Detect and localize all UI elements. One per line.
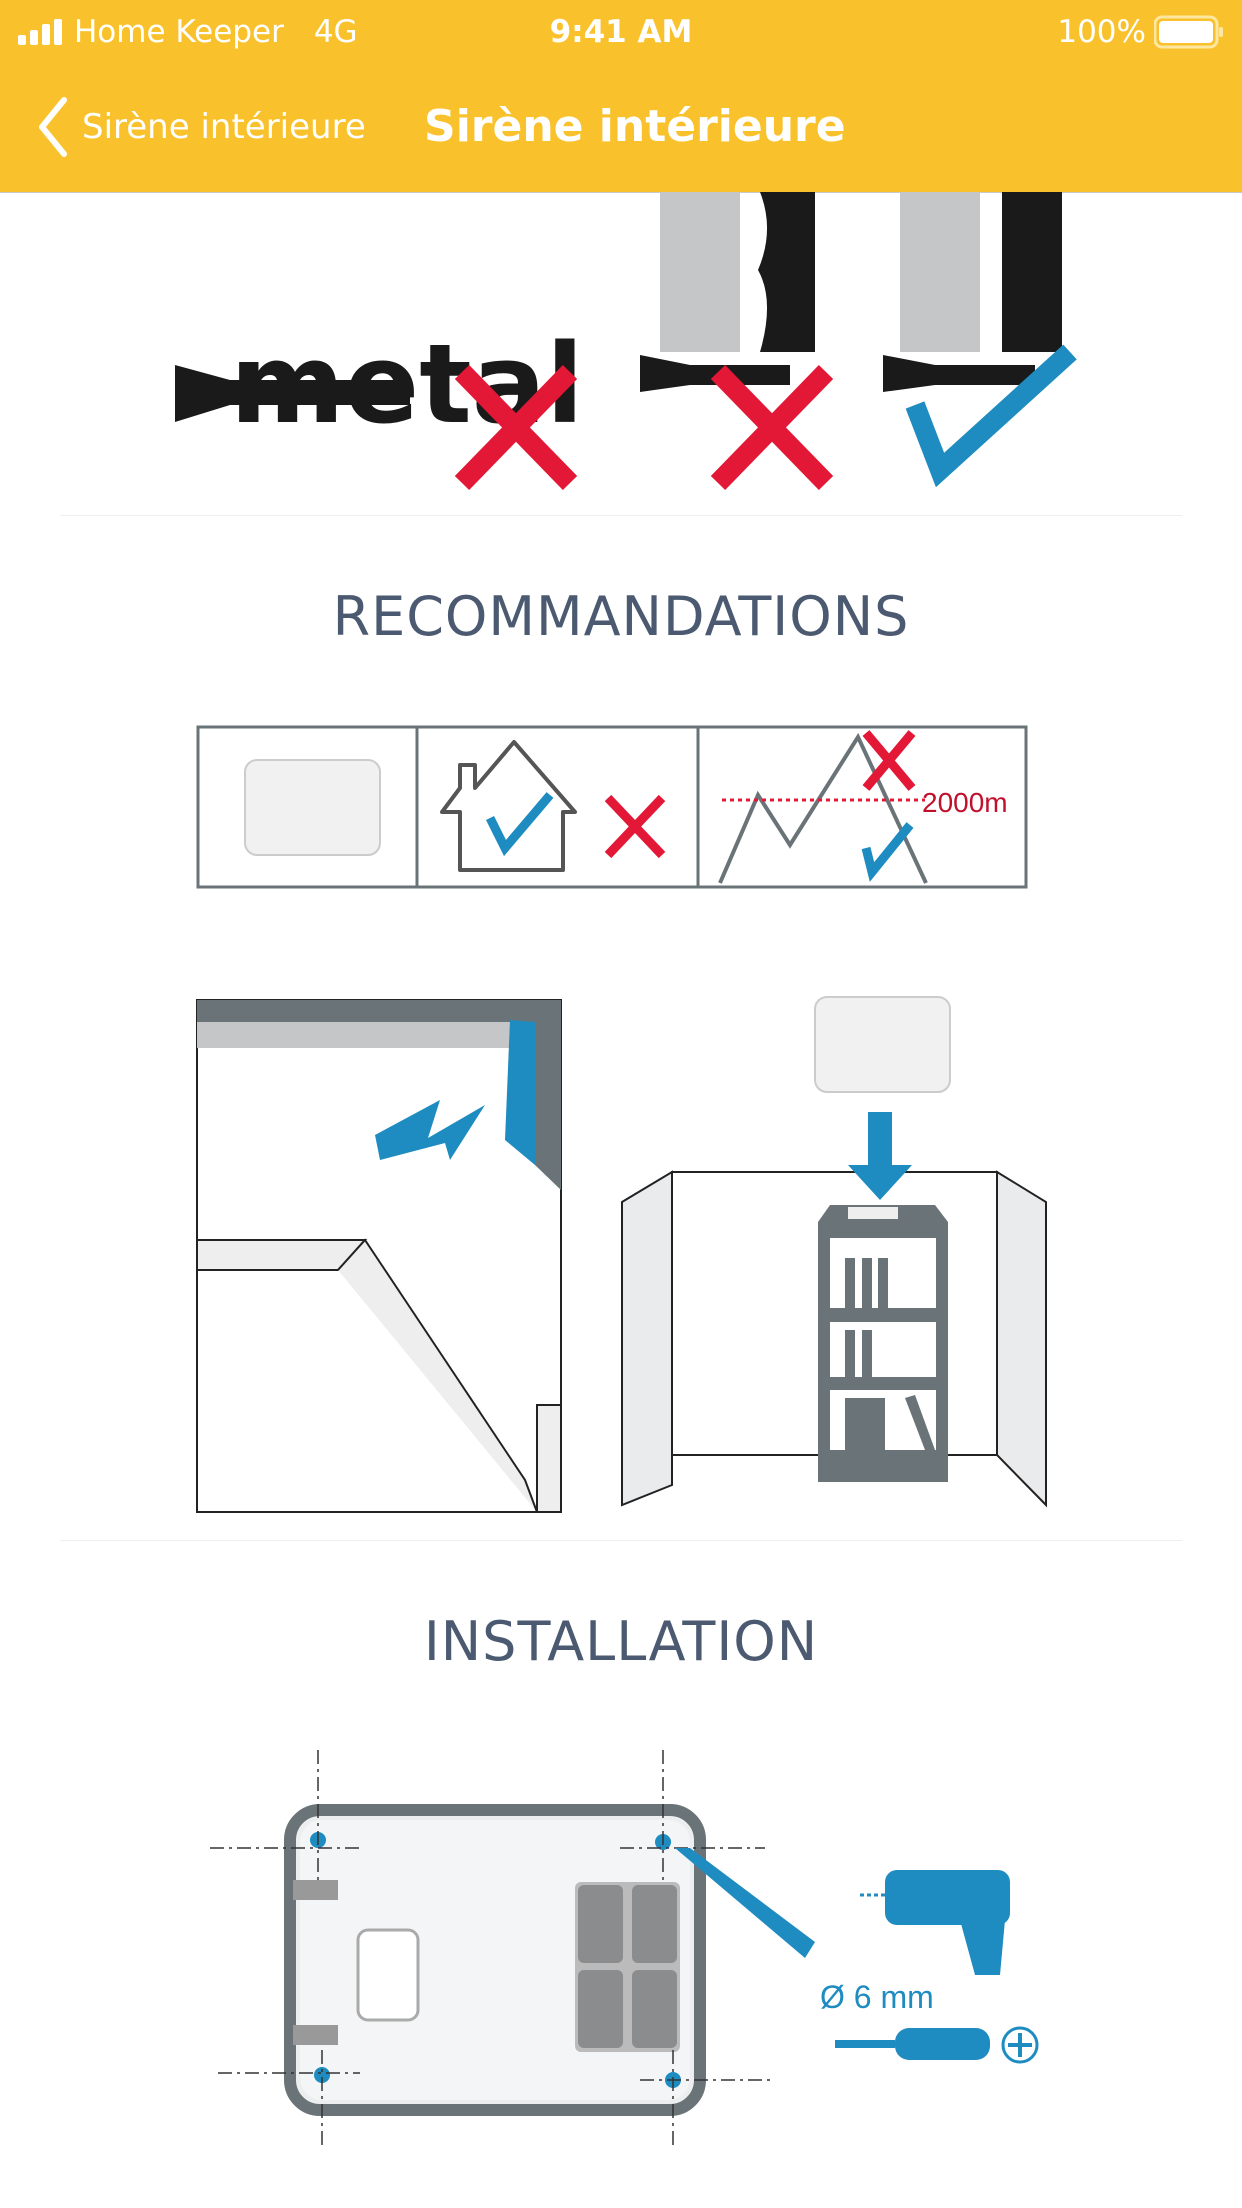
metal-wall-illustration: metal [175,192,1077,490]
house-icon [440,740,577,872]
wall-black [758,192,815,352]
stairs-wall-illustration [196,999,562,1513]
screwdriver-icon [835,2028,990,2060]
back-button[interactable]: Sirène intérieure [36,92,366,162]
carrier: Home Keeper [74,14,284,50]
altitude-label: 2000m [922,787,1008,818]
clock: 9:41 AM [549,14,693,50]
drill-icon [860,1870,1010,1975]
blue-arrow-down-icon [848,1112,912,1200]
red-cross-icon [862,730,916,791]
red-cross-icon [604,794,666,859]
network: 4G [313,14,358,50]
drill-size-label: Ø 6 mm [820,1979,934,2015]
siren-device [814,996,951,1093]
red-cross-icon [710,365,834,490]
shelf-illustration [621,996,1047,1508]
red-cross-icon [454,365,578,490]
blue-check-icon [861,822,914,882]
pencil-icon [675,1848,815,1958]
status-right: 100% [1057,10,1224,54]
blue-check-icon [905,344,1077,488]
page-title: Sirène intérieure [424,101,846,152]
divider [60,1540,1182,1541]
phillips-plus-icon [1001,2026,1039,2064]
blue-check-icon [485,792,554,857]
chevron-left-icon [39,97,67,157]
mountain-icon [718,732,928,884]
battery-percent: 100% [1057,14,1146,50]
installation-title: INSTALLATION [423,1610,819,1673]
siren-device [244,759,381,856]
nav-bar: Sirène intérieure Sirène intérieure [0,92,1242,162]
recommendations-title: RECOMMANDATIONS [332,585,910,648]
back-label: Sirène intérieure [82,107,366,147]
recommendations-panel: 2000m [196,725,1028,889]
installation-illustration: Ø 6 mm [210,1750,1039,2150]
battery-icon [1154,15,1223,49]
wall-gray [660,192,740,352]
blue-arrow-icon [375,1100,485,1160]
divider [60,515,1182,516]
signal-icon [18,19,62,45]
header: Home Keeper 4G 9:41 AM 100% Sirène intér… [0,0,1242,193]
status-left: Home Keeper 4G [18,10,358,54]
